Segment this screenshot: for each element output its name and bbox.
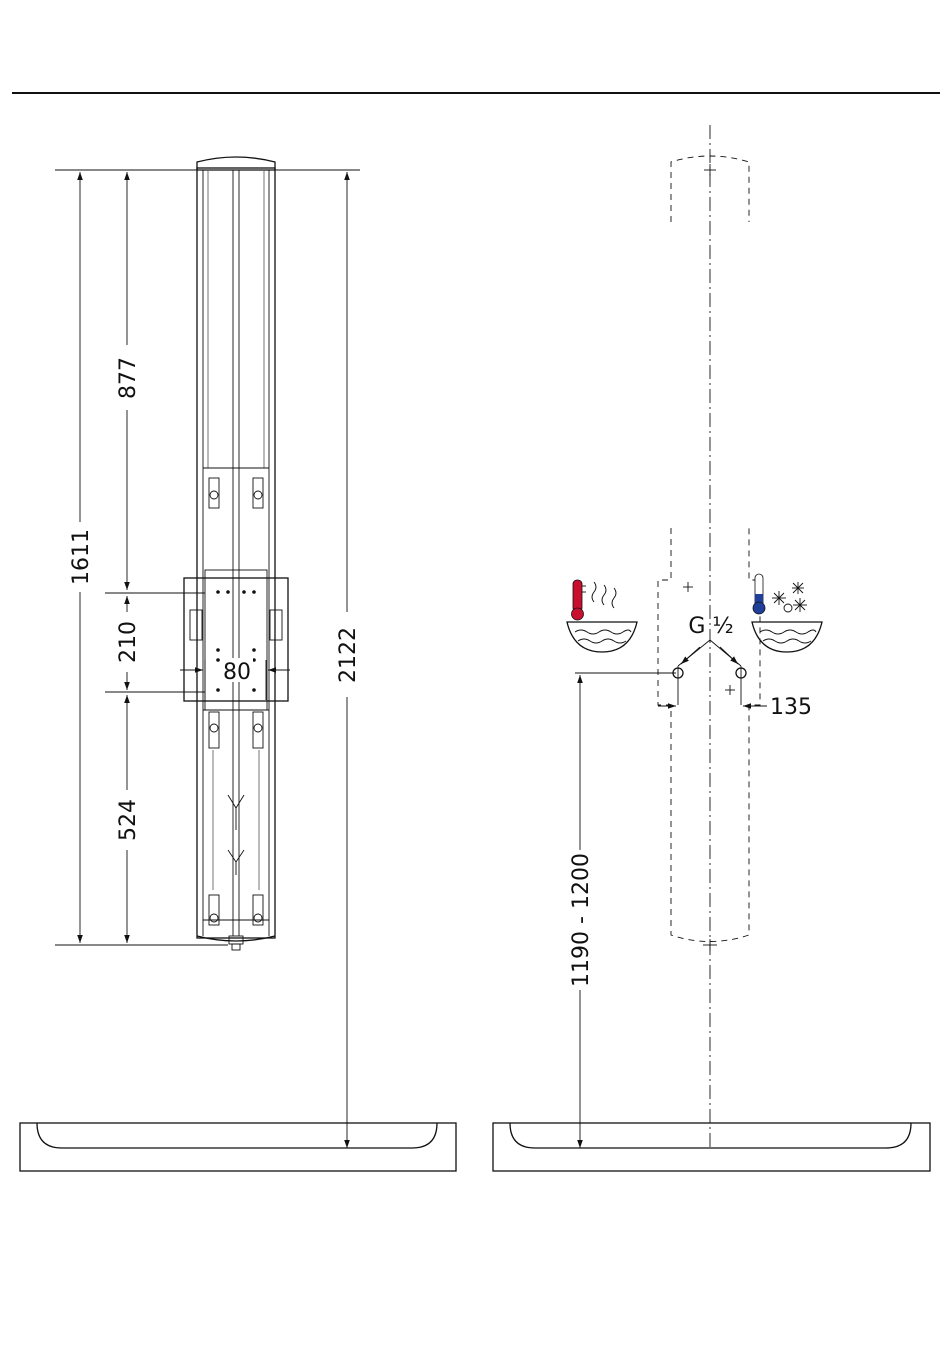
dim-label-1190-1200: 1190 - 1200 xyxy=(569,853,594,987)
right-view: G ½ 135 1190 - 1200 xyxy=(493,125,930,1171)
dim-label-524: 524 xyxy=(116,799,141,841)
dim-210: 210 xyxy=(116,596,141,690)
bathtub-left xyxy=(20,1123,456,1171)
bathtub-right xyxy=(493,1123,930,1171)
extension-lines xyxy=(55,170,360,945)
mounting-bracket xyxy=(184,570,288,710)
hot-water-icon xyxy=(567,580,637,652)
left-view: 1611 877 210 524 80 xyxy=(20,157,456,1171)
column-outline-lower xyxy=(658,528,760,951)
water-connections: G ½ xyxy=(673,614,746,705)
column-outline-top xyxy=(671,156,749,222)
dim-2122: 2122 xyxy=(336,172,361,1148)
dim-135: 135 xyxy=(658,695,812,720)
dim-524: 524 xyxy=(116,695,141,943)
cold-water-icon xyxy=(752,574,822,652)
dim-label-2122: 2122 xyxy=(336,627,361,683)
dim-label-80: 80 xyxy=(223,660,251,685)
dim-1611: 1611 xyxy=(69,172,94,943)
dim-877: 877 xyxy=(116,172,141,590)
thread-label: G ½ xyxy=(688,614,733,639)
dim-1190-1200: 1190 - 1200 xyxy=(569,673,676,1148)
dim-label-210: 210 xyxy=(116,621,141,663)
dim-label-135: 135 xyxy=(770,695,812,720)
dim-label-1611: 1611 xyxy=(69,529,94,585)
shower-column xyxy=(184,157,288,950)
dim-label-877: 877 xyxy=(116,357,141,399)
